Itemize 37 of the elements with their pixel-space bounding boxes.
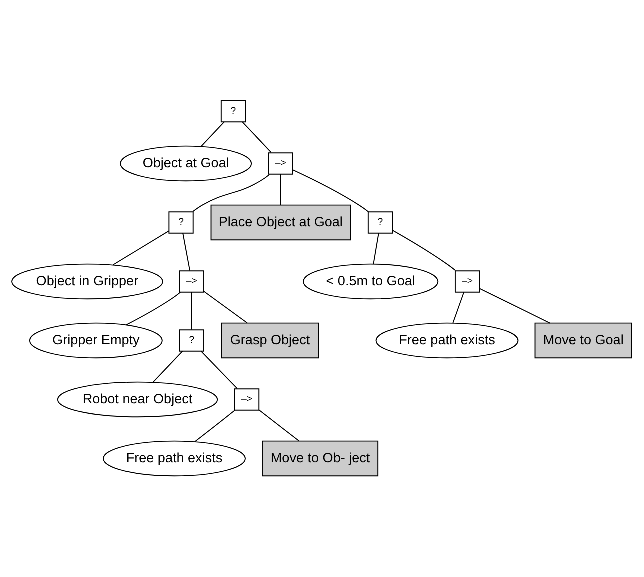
- node-box: ?: [368, 212, 394, 234]
- node-ellipse: Free path exists: [103, 440, 246, 477]
- node-box: Move to Goal: [534, 322, 632, 359]
- node-box: –>: [454, 270, 480, 293]
- node-box: –>: [179, 270, 204, 293]
- connector: [191, 292, 192, 330]
- node-ellipse: Free path exists: [376, 322, 519, 359]
- connector: [258, 410, 300, 442]
- connector: [126, 292, 182, 326]
- node-ellipse: < 0.5m to Goal: [303, 264, 439, 300]
- connector: [200, 122, 225, 148]
- node-box: Move to Ob- ject: [262, 440, 379, 477]
- connector: [192, 174, 270, 212]
- node-box: –>: [234, 388, 260, 411]
- connector: [242, 122, 272, 154]
- node-box: ?: [179, 330, 204, 352]
- connector: [373, 232, 380, 265]
- connector: [112, 230, 170, 266]
- connector: [194, 410, 236, 443]
- node-box: ?: [168, 212, 194, 234]
- node-box: Grasp Object: [221, 322, 320, 359]
- node-box: –>: [268, 152, 294, 175]
- connector: [480, 288, 551, 324]
- node-box: Place Object at Goal: [210, 204, 351, 241]
- connector: [200, 350, 238, 390]
- connector: [204, 291, 248, 324]
- node-ellipse: Robot near Object: [57, 382, 218, 418]
- node-ellipse: Object at Goal: [120, 146, 252, 182]
- connector: [452, 292, 465, 324]
- node-ellipse: Object in Gripper: [12, 264, 164, 300]
- node-box: ?: [220, 100, 246, 123]
- connector: [392, 230, 456, 272]
- connector: [280, 174, 282, 206]
- connector: [152, 350, 184, 384]
- connector: [182, 232, 191, 272]
- node-ellipse: Gripper Empty: [29, 322, 163, 359]
- connector: [292, 170, 370, 212]
